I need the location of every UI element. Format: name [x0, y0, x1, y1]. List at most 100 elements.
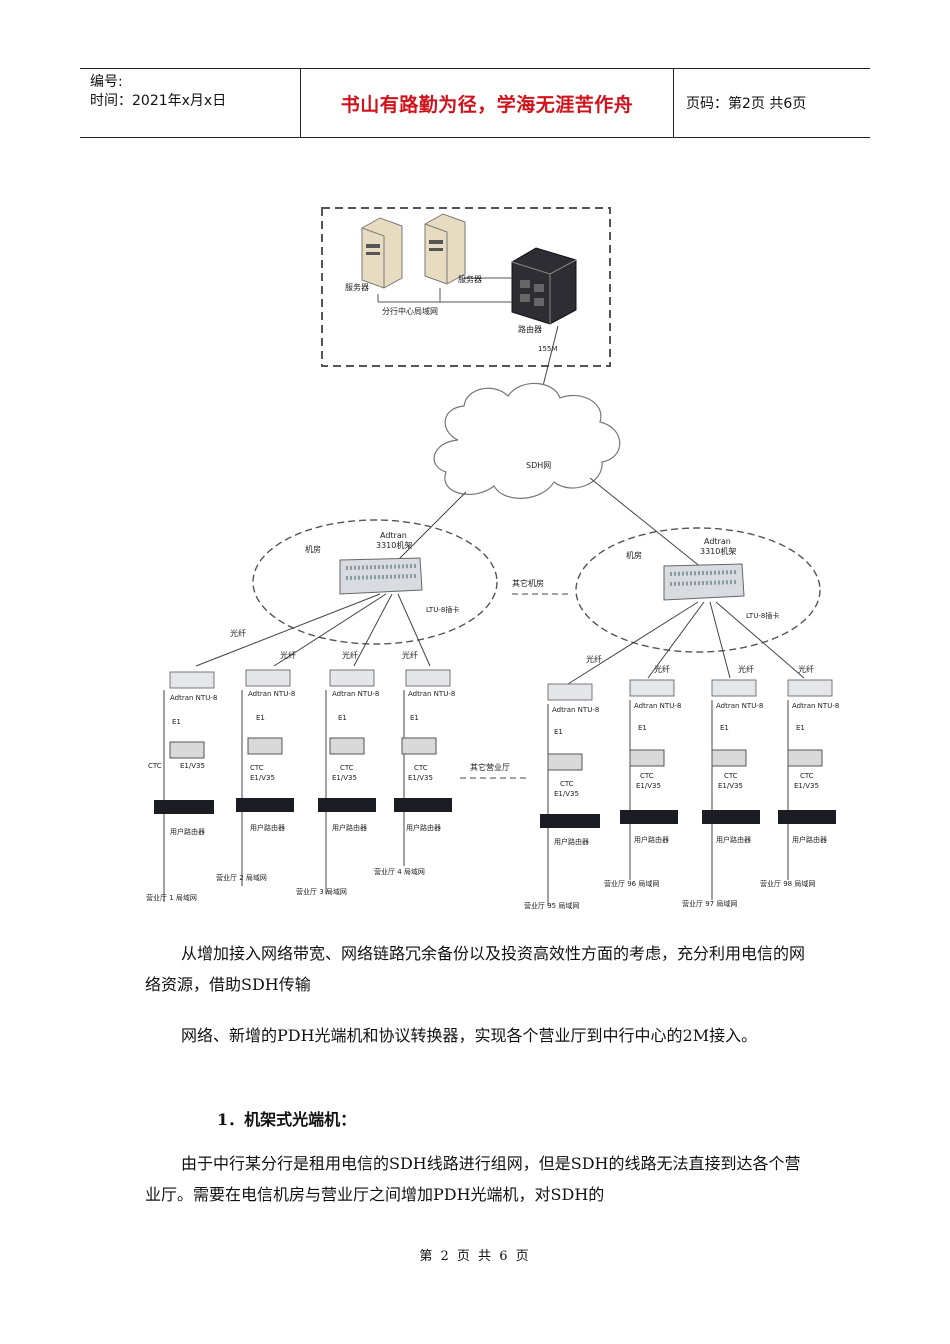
user-router-label: 用户路由器	[250, 823, 285, 832]
other-rooms-label: 其它机房	[512, 578, 544, 588]
branch-column: Adtran NTU-8 E1 CTC E1/V35 用户路由器 营业厅 4 局…	[374, 669, 455, 876]
user-router-label: 用户路由器	[716, 835, 751, 844]
user-router-label: 用户路由器	[406, 823, 441, 832]
branch-column: Adtran NTU-8 E1 CTC E1/V35 用户路由器 营业厅 1 局…	[146, 671, 217, 902]
fiber-label: 光纤	[230, 628, 246, 638]
left-rack-label-2: 3310机架	[376, 540, 412, 550]
user-router-label: 用户路由器	[634, 835, 669, 844]
ctc-label: CTC	[414, 764, 428, 772]
fiber-label: 光纤	[402, 650, 418, 660]
branch-label: 营业厅 4 局域网	[374, 867, 425, 876]
body-paragraph-3: 由于中行某分行是租用电信的SDH线路进行组网，但是SDH的线路无法直接到达各个营…	[145, 1154, 801, 1204]
ntu-label: Adtran NTU-8	[332, 690, 379, 698]
e1-label: E1	[796, 724, 805, 732]
branch-label: 营业厅 1 局域网	[146, 893, 197, 902]
time-label: 时间：2021年x月x日	[90, 93, 227, 109]
left-rack-label: Adtran	[380, 531, 407, 540]
server-icon	[424, 213, 466, 285]
branch-label: 营业厅 97 局域网	[682, 899, 737, 908]
ntu-label: Adtran NTU-8	[792, 702, 839, 710]
ctc-label-2: E1/V35	[332, 774, 357, 782]
page-info: 页码：第2页 共6页	[686, 96, 807, 112]
link-label: 155M	[538, 345, 557, 353]
branch-column: Adtran NTU-8 E1 CTC E1/V35 用户路由器 营业厅 97 …	[682, 679, 763, 908]
ctc-label: CTC	[800, 772, 814, 780]
fiber-label: 光纤	[280, 650, 296, 660]
e1-label: E1	[172, 718, 181, 726]
e1-label: E1	[720, 724, 729, 732]
header-table: 编号: 时间：2021年x月x日 书山有路勤为径，学海无涯苦作舟 页码：第2页 …	[80, 68, 870, 138]
user-router-label: 用户路由器	[554, 837, 589, 846]
branch-column: Adtran NTU-8 E1 CTC E1/V35 用户路由器 营业厅 98 …	[760, 679, 839, 888]
ctc-label-2: E1/V35	[408, 774, 433, 782]
motto: 书山有路勤为径，学海无涯苦作舟	[300, 69, 674, 137]
server2-label: 服务器	[458, 274, 482, 284]
cloud-label: SDH网	[526, 461, 551, 470]
user-router-label: 用户路由器	[792, 835, 827, 844]
ntu-label: Adtran NTU-8	[634, 702, 681, 710]
ntu-label: Adtran NTU-8	[552, 706, 599, 714]
left-room-label: 机房	[305, 544, 321, 554]
branch-label: 营业厅 3 局域网	[296, 887, 347, 896]
fiber-label: 光纤	[738, 664, 754, 674]
server1-label: 服务器	[345, 282, 369, 292]
ntu-label: Adtran NTU-8	[170, 694, 217, 702]
e1-label: E1	[638, 724, 647, 732]
network-diagram: 服务器 服务器 分行中心局域网 路由器 155M SDH网 机房 Adtran …	[146, 207, 839, 910]
ctc-label: CTC	[640, 772, 654, 780]
header-left-cell: 编号: 时间：2021年x月x日	[80, 69, 300, 137]
ntu-label: Adtran NTU-8	[248, 690, 295, 698]
router-icon	[511, 247, 577, 325]
ctc-label: CTC	[560, 780, 574, 788]
ntu-label: Adtran NTU-8	[408, 690, 455, 698]
right-room-label: 机房	[626, 550, 642, 560]
right-rack-label: Adtran	[704, 537, 731, 546]
e1-label: E1	[256, 714, 265, 722]
ctc-label-2: E1/V35	[718, 782, 743, 790]
other-halls-label: 其它营业厅	[470, 762, 510, 772]
right-card-label: LTU-8插卡	[746, 611, 779, 620]
ctc-label: CTC	[250, 764, 264, 772]
sdh-cloud	[433, 382, 621, 499]
center-dashed-box	[321, 207, 611, 367]
right-room-ellipse	[575, 527, 821, 653]
branch-label: 营业厅 95 局域网	[524, 901, 579, 910]
section-heading: 1．机架式光端机：	[217, 1110, 357, 1129]
e1-label: E1	[554, 728, 563, 736]
branch-label: 营业厅 96 局域网	[604, 879, 659, 888]
left-room-ellipse	[252, 519, 498, 645]
number-label: 编号:	[90, 74, 123, 90]
e1-label: E1	[338, 714, 347, 722]
fiber-label: 光纤	[798, 664, 814, 674]
branch-column: Adtran NTU-8 E1 CTC E1/V35 用户路由器 营业厅 3 局…	[296, 669, 379, 896]
fiber-label: 光纤	[586, 654, 602, 664]
ntu-label: Adtran NTU-8	[716, 702, 763, 710]
ctc-label-2: E1/V35	[180, 762, 205, 770]
page-footer: 第 2 页 共 6 页	[419, 1249, 531, 1264]
left-card-label: LTU-8插卡	[426, 605, 459, 614]
right-rack-label-2: 3310机架	[700, 546, 736, 556]
ctc-label: CTC	[724, 772, 738, 780]
fiber-label: 光纤	[654, 664, 670, 674]
router-label: 路由器	[518, 324, 542, 334]
branch-column: Adtran NTU-8 E1 CTC E1/V35 用户路由器 营业厅 2 局…	[216, 669, 295, 886]
ctc-label-2: E1/V35	[554, 790, 579, 798]
body-paragraph-1: 从增加接入网络带宽、网络链路冗余备份以及投资高效性方面的考虑，充分利用电信的网络…	[145, 944, 806, 994]
fiber-label: 光纤	[342, 650, 358, 660]
ctc-label: CTC	[148, 762, 162, 770]
rack-device-icon	[339, 557, 423, 595]
body-paragraph-2: 网络、新增的PDH光端机和协议转换器，实现各个营业厅到中行中心的2M接入。	[181, 1026, 758, 1045]
rack-device-icon	[663, 563, 745, 601]
branch-column: Adtran NTU-8 E1 CTC E1/V35 用户路由器 营业厅 96 …	[604, 679, 681, 888]
ctc-label: CTC	[340, 764, 354, 772]
branch-label: 营业厅 98 局域网	[760, 879, 815, 888]
server-icon	[361, 217, 403, 289]
user-router-label: 用户路由器	[332, 823, 367, 832]
user-router-label: 用户路由器	[170, 827, 205, 836]
e1-label: E1	[410, 714, 419, 722]
ctc-label-2: E1/V35	[794, 782, 819, 790]
ctc-label-2: E1/V35	[636, 782, 661, 790]
branch-column: Adtran NTU-8 E1 CTC E1/V35 用户路由器 营业厅 95 …	[524, 683, 600, 910]
ctc-label-2: E1/V35	[250, 774, 275, 782]
branch-label: 营业厅 2 局域网	[216, 873, 267, 882]
